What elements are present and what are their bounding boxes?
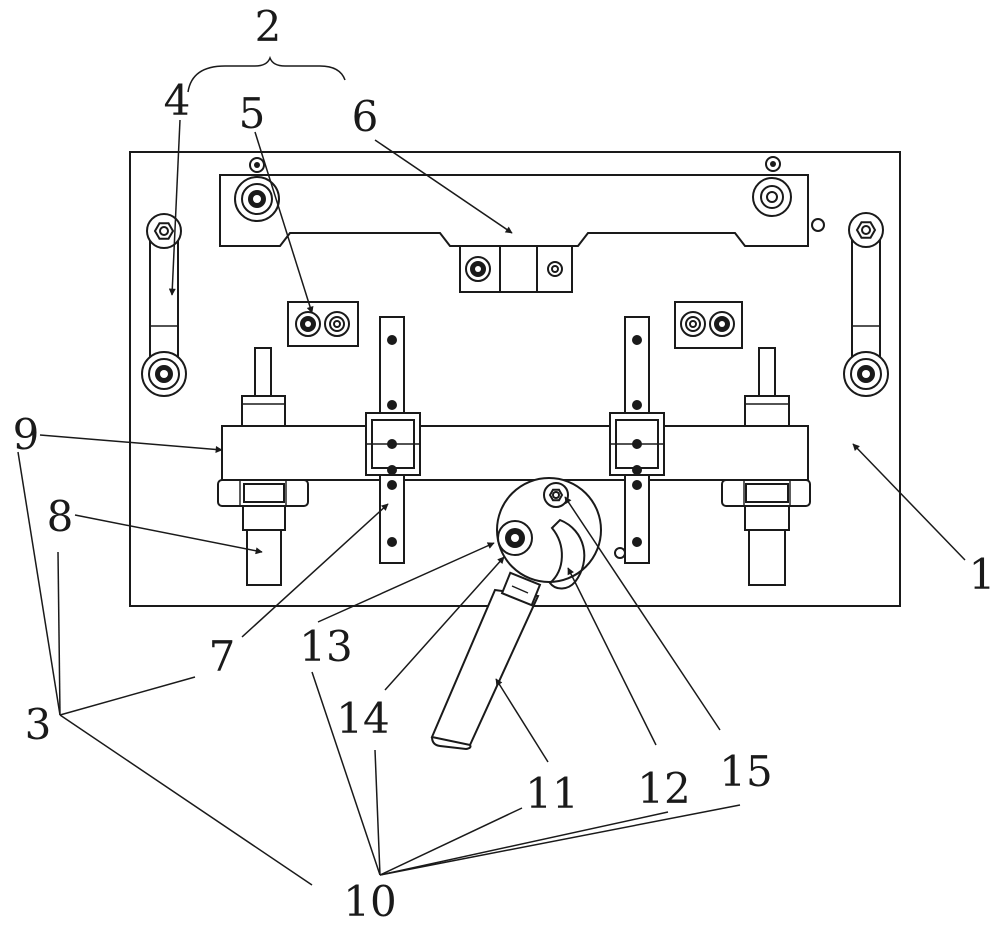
left-bolt-block — [288, 302, 358, 346]
left-link-arm — [142, 214, 186, 396]
label-8: 8 — [47, 492, 74, 541]
label-11: 11 — [525, 769, 578, 818]
label-12: 12 — [637, 764, 690, 813]
left-guide-rail — [366, 317, 420, 563]
label-6: 6 — [352, 92, 379, 141]
label-5: 5 — [239, 89, 266, 138]
cross-beam — [222, 426, 808, 480]
cam-clamp-assembly — [432, 478, 625, 749]
right-guide-rail — [610, 317, 664, 563]
label-2: 2 — [255, 2, 282, 51]
label-14: 14 — [336, 694, 389, 743]
top-clamp-bar — [220, 157, 808, 292]
label-15: 15 — [719, 747, 772, 796]
right-bolt-block — [675, 302, 742, 348]
right-link-arm — [844, 213, 888, 396]
label-13: 13 — [299, 622, 352, 671]
label-10: 10 — [343, 877, 396, 926]
label-1: 1 — [969, 550, 996, 599]
label-7: 7 — [209, 632, 236, 681]
label-4: 4 — [164, 76, 191, 125]
label-9: 9 — [13, 410, 40, 459]
label-3: 3 — [25, 700, 52, 749]
